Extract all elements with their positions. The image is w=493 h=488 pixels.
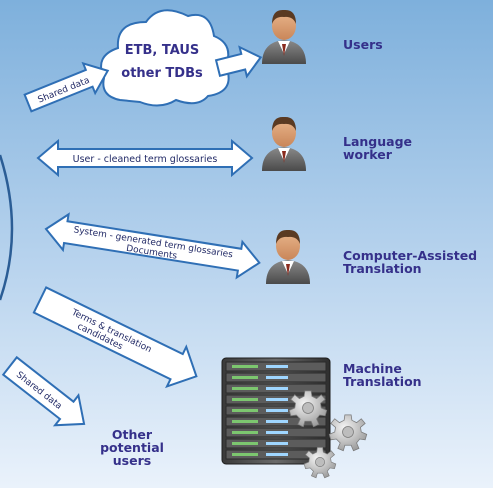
server-unit-indicator (266, 376, 288, 379)
node-label-language-worker-line1: Language (343, 134, 413, 149)
server-unit-indicator (266, 442, 288, 445)
server-unit-indicator (266, 431, 288, 434)
server-unit-led (232, 420, 258, 423)
node-label-cat-line1: Computer-Assisted (343, 248, 478, 263)
node-label-mt-line1: Machine (343, 361, 402, 376)
source-boundary-line (0, 154, 14, 301)
server-unit-led (232, 453, 258, 456)
server-unit-indicator (266, 409, 288, 412)
cloud-label-line2: other TDBs (121, 66, 203, 81)
node-label-other-line1: Other (111, 427, 153, 442)
arrow-label-user-cleaned: User - cleaned term glossaries (73, 154, 218, 165)
server-unit-indicator (266, 453, 288, 456)
cloud-label-line1: ETB, TAUS (125, 43, 200, 58)
server-unit-indicator (266, 365, 288, 368)
server-unit-led (232, 442, 258, 445)
server-unit-indicator (266, 420, 288, 423)
server-unit-indicator (266, 398, 288, 401)
node-label-other-line3: users (112, 453, 152, 468)
server-unit-led (232, 376, 258, 379)
arrow-cloud-to-users (214, 45, 263, 79)
server-unit-led (232, 431, 258, 434)
node-label-cat-line2: Translation (343, 261, 422, 276)
node-label-mt-line2: Translation (343, 374, 422, 389)
node-label-users: Users (343, 37, 383, 52)
node-label-other-line2: potential (100, 440, 164, 455)
server-unit-led (232, 365, 258, 368)
server-rack-icon (221, 357, 331, 465)
node-label-language-worker-line2: worker (343, 147, 392, 162)
server-unit-led (232, 398, 258, 401)
server-unit-indicator (266, 387, 288, 390)
cloud-icon (100, 9, 230, 107)
server-unit-led (232, 387, 258, 390)
server-unit-led (232, 409, 258, 412)
arrow-user-cleaned-glossaries: User - cleaned term glossaries (36, 138, 254, 178)
